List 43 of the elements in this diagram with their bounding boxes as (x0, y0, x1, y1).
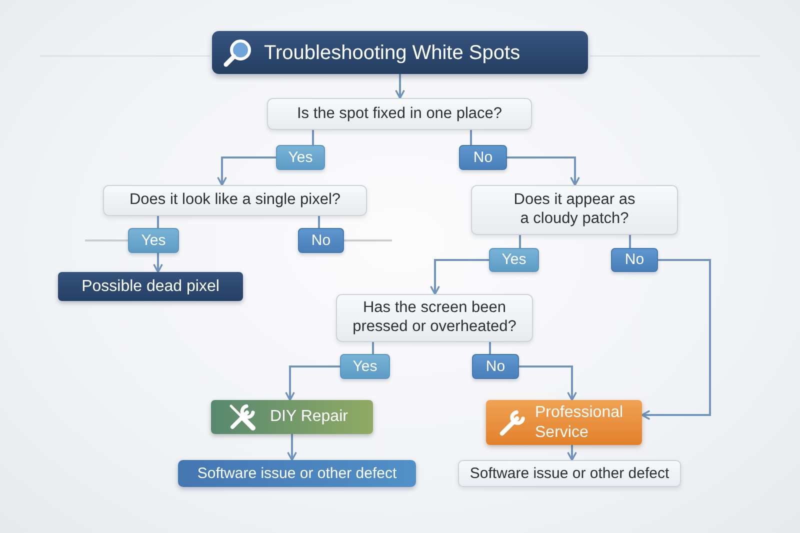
question-text: Does it appear as a cloudy patch? (512, 191, 636, 229)
flow-arrow (430, 259, 489, 295)
answer-tag: Yes (128, 228, 179, 253)
result-box: Software issue or other defect (458, 460, 681, 487)
answer-tag: No (459, 145, 507, 170)
connector-line (519, 235, 521, 248)
title-text: Troubleshooting White Spots (264, 40, 520, 64)
connector-line (470, 130, 472, 145)
flow-arrow (507, 156, 580, 186)
answer-tag: Yes (276, 145, 325, 170)
connector-line (318, 216, 320, 228)
connector-line (344, 240, 392, 242)
flow-arrow (395, 74, 405, 99)
flow-arrow (287, 434, 297, 461)
connector-line (629, 235, 631, 248)
question-box: Does it look like a single pixel? (103, 185, 367, 216)
flow-arrow (285, 366, 340, 401)
answer-tag: Yes (489, 248, 539, 272)
result-box: Possible dead pixel (58, 272, 243, 301)
action-box (211, 400, 373, 434)
flow-arrow (567, 445, 577, 461)
answer-tag: No (472, 354, 519, 379)
action-text: Professional Service (535, 403, 624, 442)
answer-tag: Yes (340, 354, 390, 379)
flow-arrow (153, 253, 163, 273)
connector-line (372, 342, 374, 354)
action-text: DIY Repair (270, 407, 348, 427)
flow-arrow (519, 366, 577, 401)
question-text: Has the screen been pressed or overheated? (352, 299, 518, 337)
connector-line (85, 240, 128, 242)
result-box: Software issue or other defect (178, 460, 416, 487)
connector-line (312, 130, 314, 145)
answer-tag: No (611, 248, 658, 272)
question-box (471, 185, 678, 235)
connector-line (489, 342, 491, 354)
flow-arrow (641, 259, 711, 420)
question-box: Is the spot fixed in one place? (267, 98, 532, 130)
flow-arrow (217, 156, 276, 186)
action-box (486, 400, 642, 445)
title-banner (212, 31, 588, 74)
connector-line (157, 216, 159, 228)
question-box (336, 294, 533, 342)
answer-tag: No (298, 228, 344, 253)
